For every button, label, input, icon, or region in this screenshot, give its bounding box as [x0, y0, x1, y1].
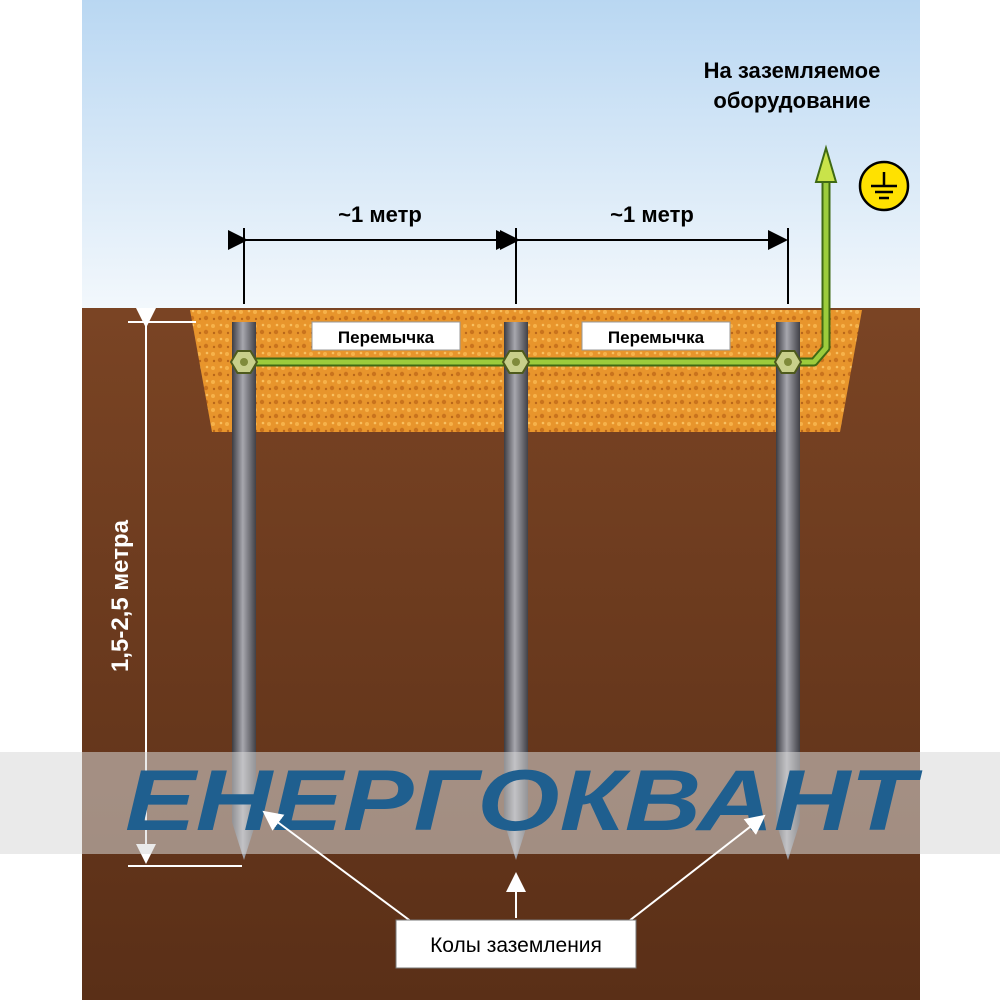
bolt-clamp-icon [773, 350, 803, 374]
sky [82, 0, 920, 310]
jumper-right-label: Перемычка [608, 328, 705, 347]
equipment-label-line2: оборудование [713, 88, 870, 113]
jumper-left-box [311, 321, 461, 351]
watermark-logo: ЕНЕРГОКВАНТ [125, 753, 923, 849]
jumper-right-box [581, 321, 731, 351]
rods-label: Колы заземления [430, 934, 602, 957]
earth-ground-icon [858, 160, 910, 212]
ground-rod-left [232, 322, 256, 860]
conductor-up-arrow [814, 144, 838, 183]
callout-line-left [262, 810, 421, 929]
bolt-clamp-icon [501, 350, 531, 374]
rods-label-box [395, 919, 637, 969]
depth-label: 1,5-2,5 метра [107, 519, 134, 672]
watermark-band [0, 752, 1000, 854]
spacing-right-label: ~1 метр [610, 202, 694, 227]
callout-line-right [619, 814, 766, 929]
spacing-left-label: ~1 метр [338, 202, 422, 227]
jumper-left-label: Перемычка [338, 328, 435, 347]
ground-rod-right [776, 322, 800, 860]
bolt-clamp-icon [229, 350, 259, 374]
ground-rod-middle [504, 322, 528, 860]
equipment-label-line1: На заземляемое [704, 58, 881, 83]
